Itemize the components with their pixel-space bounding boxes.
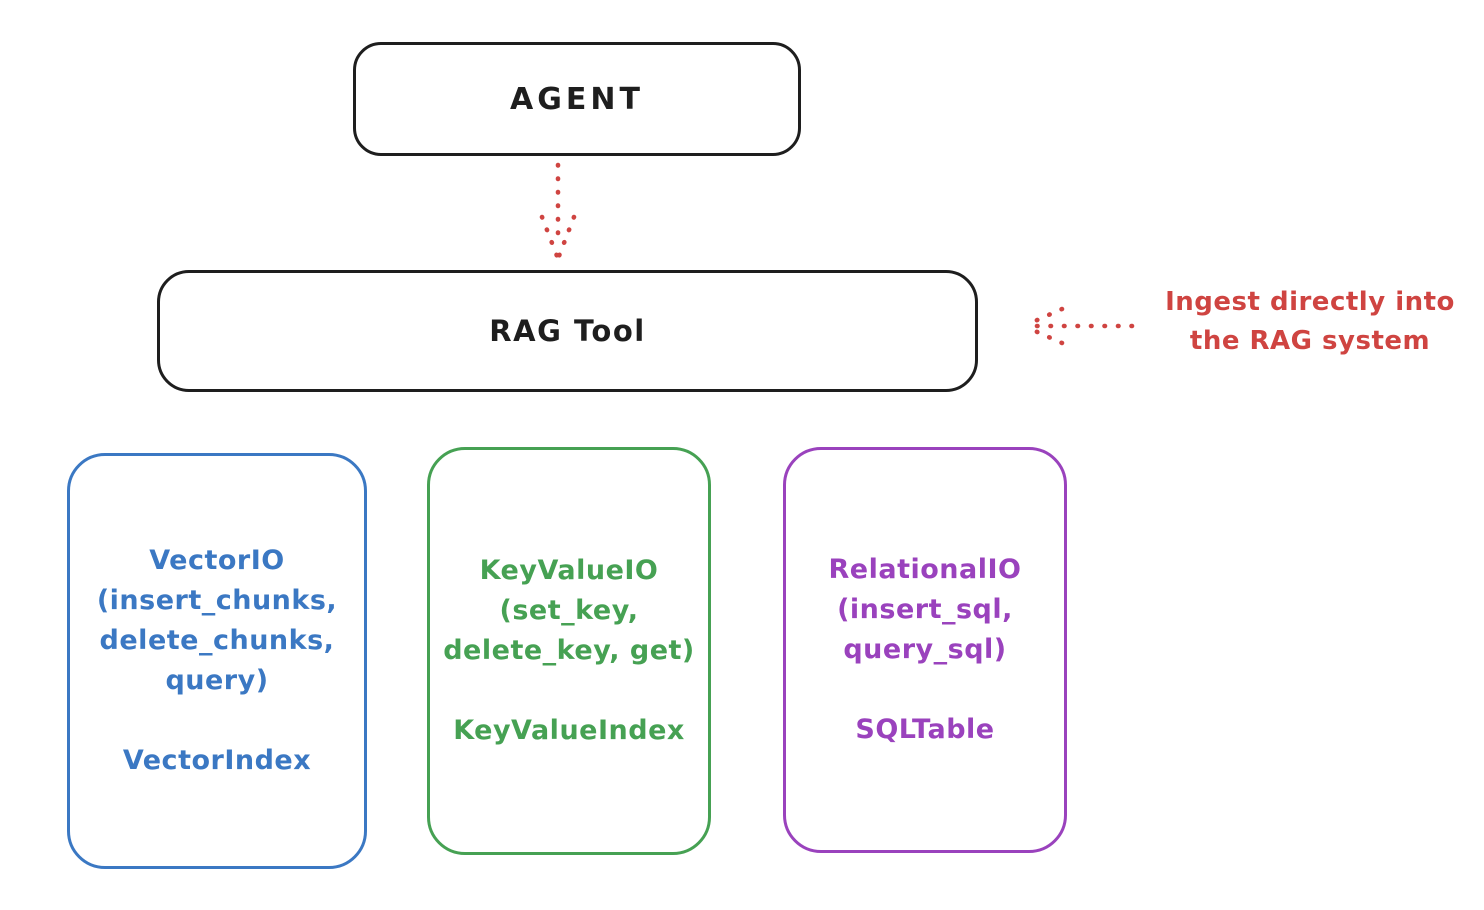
vectorindex-label: VectorIndex	[122, 745, 312, 776]
relationalio-line: (insert_sql,	[837, 594, 1013, 625]
ingest-annotation-line2: the RAG system	[1189, 326, 1431, 356]
vectorio-node: VectorIO (insert_chunks, delete_chunks, …	[67, 453, 367, 869]
arrow-down-icon	[539, 162, 577, 259]
keyvalueio-line: (set_key,	[499, 595, 639, 626]
arrow-left-icon	[1023, 306, 1135, 346]
keyvalueio-node: KeyValueIO (set_key, delete_key, get) Ke…	[427, 447, 711, 855]
ingest-annotation-arrow-icon	[1023, 306, 1135, 346]
keyvalueio-line: delete_key, get)	[443, 635, 695, 666]
rag-tool-node: RAG Tool	[157, 270, 978, 392]
agent-node: AGENT	[353, 42, 801, 156]
vectorio-line: query)	[165, 665, 269, 696]
agent-to-ragtool-arrow-icon	[539, 162, 577, 259]
vectorio-line: (insert_chunks,	[96, 585, 338, 616]
keyvalueio-label: KeyValueIO (set_key, delete_key, get)	[443, 551, 695, 671]
ingest-annotation-line1: Ingest directly into	[1165, 287, 1455, 317]
keyvalueio-line: KeyValueIO	[479, 555, 659, 586]
vectorio-line: delete_chunks,	[99, 625, 335, 656]
vectorio-line: VectorIO	[149, 545, 285, 576]
vectorio-label: VectorIO (insert_chunks, delete_chunks, …	[97, 541, 337, 701]
relationalio-node: RelationalIO (insert_sql, query_sql) SQL…	[783, 447, 1067, 853]
sqltable-label: SQLTable	[855, 714, 995, 745]
relationalio-line: RelationalIO	[828, 554, 1022, 585]
agent-label: AGENT	[510, 81, 644, 117]
ingest-annotation: Ingest directly into the RAG system	[1140, 283, 1480, 361]
rag-tool-label: RAG Tool	[489, 314, 646, 348]
relationalio-line: query_sql)	[843, 634, 1007, 665]
relationalio-label: RelationalIO (insert_sql, query_sql)	[829, 550, 1022, 670]
keyvalueindex-label: KeyValueIndex	[453, 715, 685, 746]
